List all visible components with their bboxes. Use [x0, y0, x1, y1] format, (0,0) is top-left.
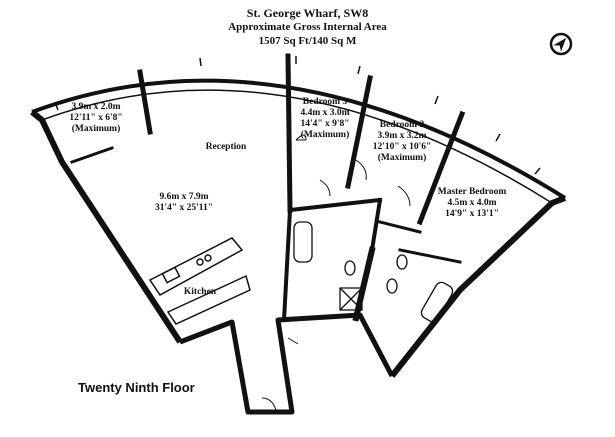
svg-text:14'4" x 9'8": 14'4" x 9'8"	[300, 119, 349, 129]
interior-walls	[70, 53, 466, 323]
bathroom-fixtures	[293, 221, 454, 323]
shower-icon	[339, 287, 363, 311]
plan-header: St. George Wharf, SW8 Approximate Gross …	[0, 6, 615, 48]
room-kitchen-label: Kitchen	[184, 287, 217, 297]
svg-text:Reception: Reception	[206, 142, 247, 152]
kitchen-counter	[148, 237, 251, 325]
svg-text:12'11" x 6'8": 12'11" x 6'8"	[69, 113, 122, 123]
svg-text:(Maximum): (Maximum)	[301, 129, 350, 140]
svg-text:Master Bedroom: Master Bedroom	[438, 187, 507, 197]
svg-text:(Maximum): (Maximum)	[72, 123, 121, 134]
room-master-bedroom-label: Master Bedroom 4.5m x 4.0m 14'9" x 13'1"	[438, 187, 507, 219]
svg-text:4.4m x 3.0m: 4.4m x 3.0m	[300, 108, 349, 118]
bathtub-icon	[420, 281, 454, 323]
svg-text:14'9" x 13'1": 14'9" x 13'1"	[445, 209, 499, 219]
area-value: 1507 Sq Ft/140 Sq M	[258, 35, 357, 47]
svg-text:4.5m x 4.0m: 4.5m x 4.0m	[447, 198, 496, 208]
room-balcony-label: 3.9m x 2.0m 12'11" x 6'8" (Maximum)	[69, 102, 122, 134]
door-swings	[261, 134, 411, 411]
floor-label: Twenty Ninth Floor	[78, 380, 195, 395]
area-label: Approximate Gross Internal Area	[228, 21, 387, 33]
svg-text:9.6m x 7.9m: 9.6m x 7.9m	[159, 192, 208, 202]
svg-text:3.9m x 2.0m: 3.9m x 2.0m	[71, 102, 120, 112]
room-bedroom2-label: Bedroom 2 3.9m x 3.2m 12'10" x 10'6" (Ma…	[373, 120, 432, 163]
svg-text:Bedroom 3: Bedroom 3	[303, 97, 348, 107]
toilet-icon	[344, 260, 356, 276]
room-reception-label: Reception 9.6m x 7.9m 31'4" x 25'11"	[155, 142, 247, 213]
svg-text:Kitchen: Kitchen	[184, 287, 217, 297]
room-bedroom3-label: Bedroom 3 4.4m x 3.0m 14'4" x 9'8" (Maxi…	[300, 97, 349, 140]
svg-text:12'10" x 10'6": 12'10" x 10'6"	[373, 142, 432, 152]
north-arrow-icon	[549, 32, 573, 56]
bathtub-icon	[293, 221, 313, 263]
property-title: St. George Wharf, SW8	[246, 6, 369, 20]
svg-text:Bedroom 2: Bedroom 2	[380, 120, 425, 130]
svg-text:31'4" x 25'11": 31'4" x 25'11"	[155, 203, 213, 213]
svg-text:(Maximum): (Maximum)	[378, 152, 427, 163]
svg-text:3.9m x 3.2m: 3.9m x 3.2m	[377, 131, 426, 141]
